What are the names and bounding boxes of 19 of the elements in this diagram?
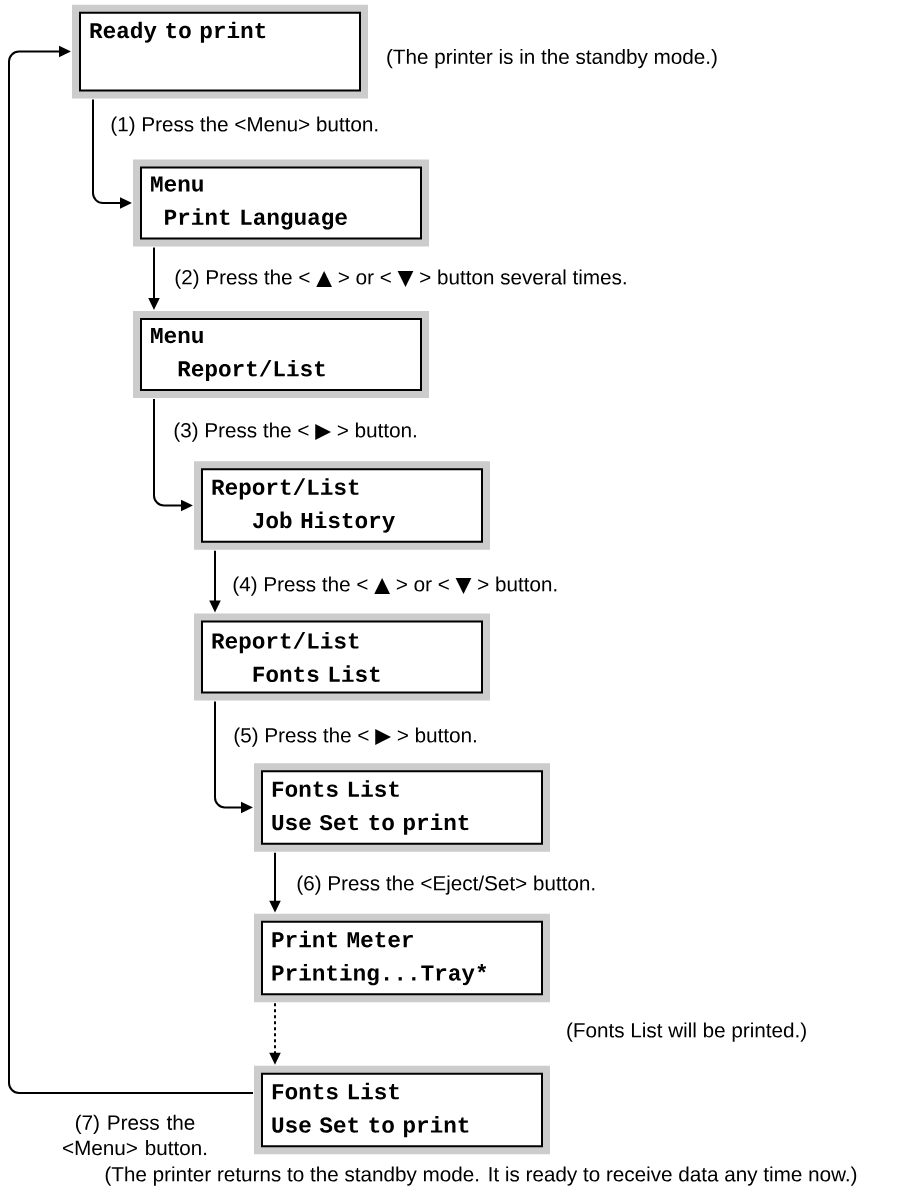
note-text: (The printer is in the standby mode.) bbox=[387, 48, 717, 69]
note-text: (The printer returns to the standby mode. It is ready to receive data any time now.) bbox=[105, 1166, 857, 1186]
lcd-display: Report/List Fonts List bbox=[194, 613, 490, 701]
lcd-display: Print Meter Printing...Tray* bbox=[254, 913, 550, 1003]
lcd-display: Menu Report/List bbox=[133, 311, 429, 398]
lcd-display: Ready to print bbox=[72, 4, 368, 99]
edge-label: (6) Press the <Eject/Set> button. bbox=[297, 875, 595, 895]
edge-label: (3) Press the < ▶ > button. bbox=[174, 422, 416, 442]
edge-label: (5) Press the < ▶ > button. bbox=[234, 727, 476, 747]
edge-label: (4) Press the < ▲ > or < ▼ > button. bbox=[233, 576, 557, 596]
lcd-display: Menu Print Language bbox=[133, 159, 429, 247]
lcd-display: Fonts List Use Set to print bbox=[254, 1065, 550, 1155]
lcd-display: Fonts List Use Set to print bbox=[254, 763, 550, 852]
edge-label: (7) Press the <Menu> button. bbox=[63, 1114, 207, 1156]
arrow bbox=[8, 45, 254, 1094]
lcd-display: Report/List Job History bbox=[194, 461, 490, 550]
note-text: (Fonts List will be printed.) bbox=[567, 1022, 806, 1042]
edge-label: (1) Press the <Menu> button. bbox=[111, 116, 378, 136]
edge-label: (2) Press the < ▲ > or < ▼ > button several times. bbox=[175, 269, 626, 289]
